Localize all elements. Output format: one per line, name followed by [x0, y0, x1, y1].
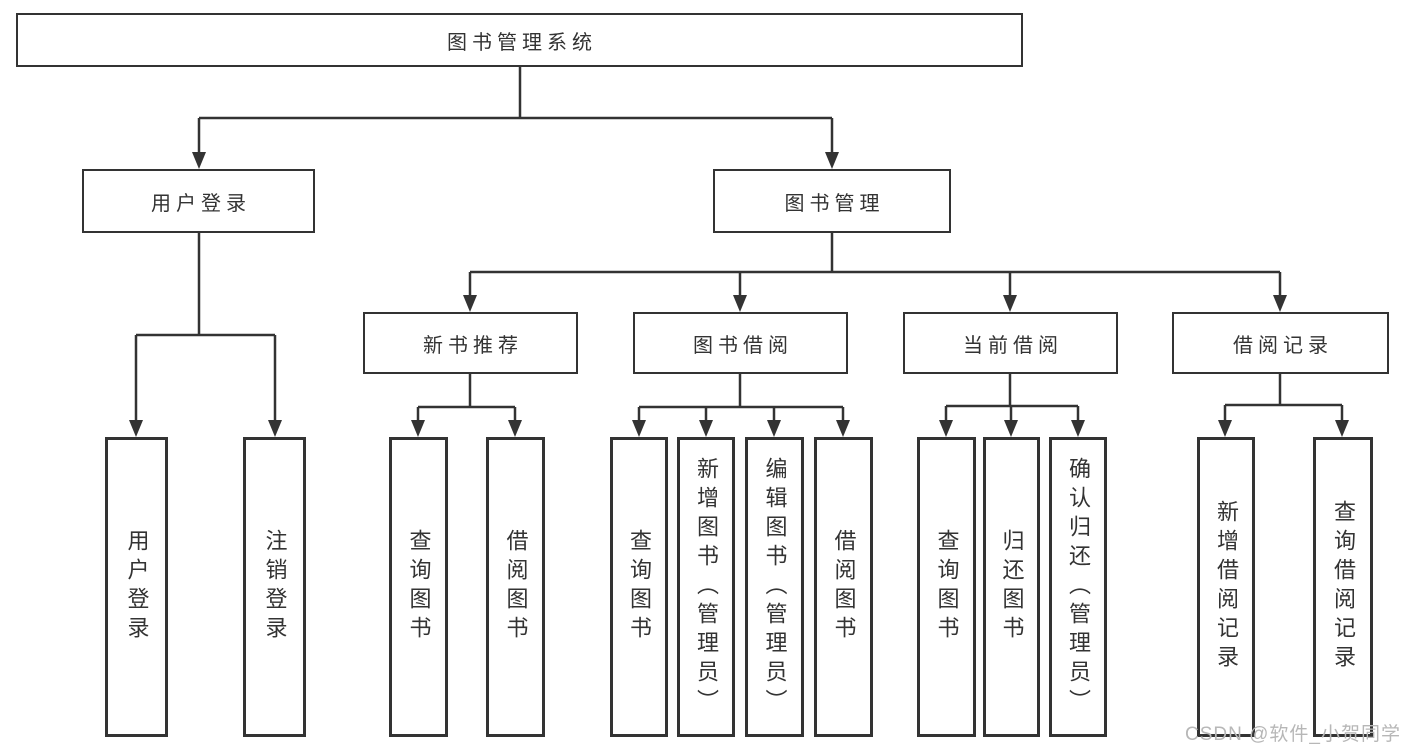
- leaf-borrow-books: 借阅图书: [814, 437, 873, 737]
- leaf-query-borrow-record: 查询借阅记录: [1313, 437, 1373, 737]
- leaf-confirm-return-admin: 确认归还（管理员）: [1049, 437, 1107, 737]
- leaf-query-books-recommend: 查询图书: [389, 437, 448, 737]
- node-book-borrow: 图书借阅: [633, 312, 848, 374]
- leaf-add-books-admin: 新增图书（管理员）: [677, 437, 735, 737]
- leaf-edit-books-admin: 编辑图书（管理员）: [745, 437, 804, 737]
- leaf-query-books-borrow: 查询图书: [610, 437, 668, 737]
- watermark: CSDN @软件_小贺同学: [1185, 724, 1401, 745]
- leaf-borrow-books-recommend: 借阅图书: [486, 437, 545, 737]
- leaf-query-books-current: 查询图书: [917, 437, 976, 737]
- node-new-book-recommend: 新书推荐: [363, 312, 578, 374]
- leaf-add-borrow-record: 新增借阅记录: [1197, 437, 1255, 737]
- leaf-logout: 注销登录: [243, 437, 306, 737]
- node-root: 图书管理系统: [16, 13, 1023, 67]
- node-user-login-group: 用户登录: [82, 169, 315, 233]
- node-book-management: 图书管理: [713, 169, 951, 233]
- node-borrow-records: 借阅记录: [1172, 312, 1389, 374]
- node-current-borrow: 当前借阅: [903, 312, 1118, 374]
- leaf-user-login: 用户登录: [105, 437, 168, 737]
- leaf-return-books: 归还图书: [983, 437, 1040, 737]
